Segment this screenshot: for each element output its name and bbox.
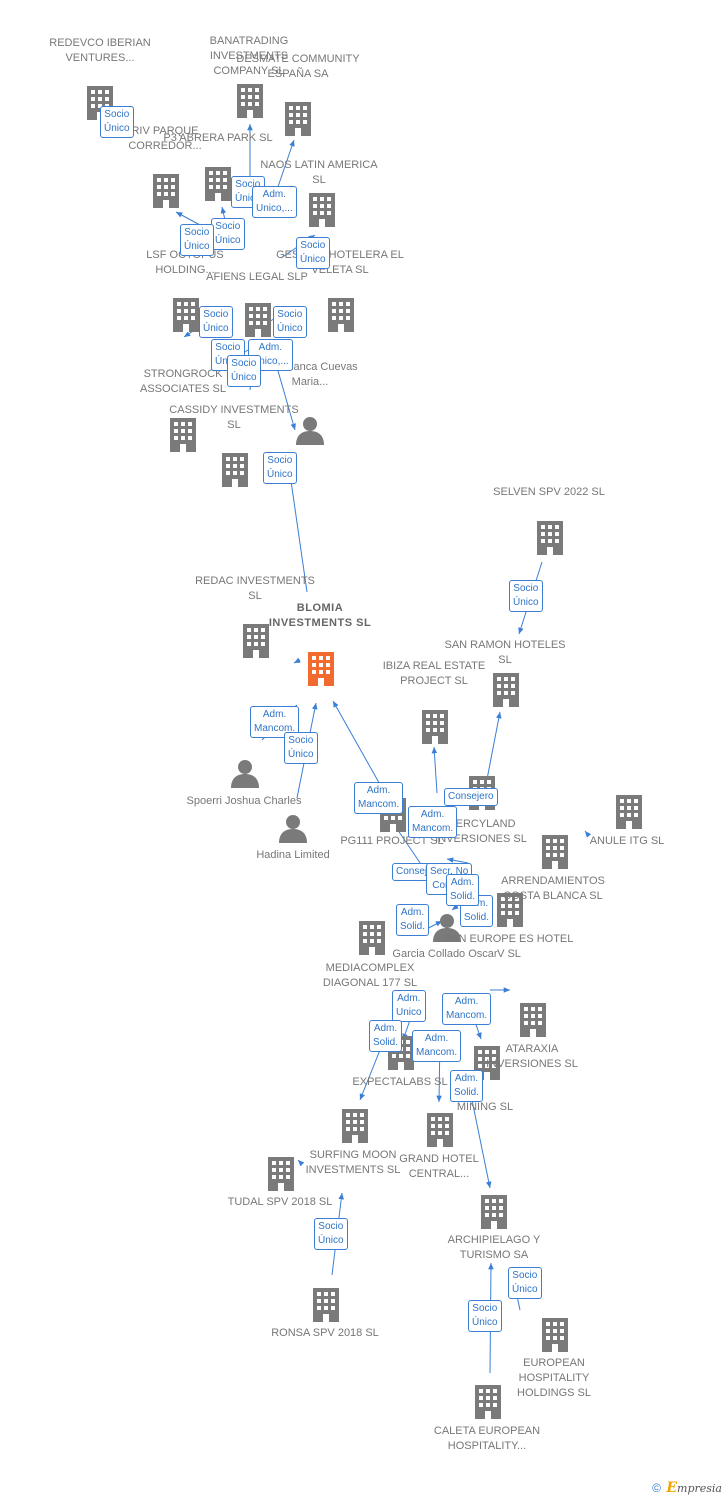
node-label-ataraxia[interactable]: ATARAXIA INVERSIONES SL	[486, 1043, 578, 1070]
relation-badge[interactable]: Adm.Mancom.	[250, 706, 300, 738]
node-label-tudal[interactable]: TUDAL SPV 2018 SL	[227, 1196, 333, 1208]
node-label-expectalabs[interactable]: EXPECTALABS SL	[352, 1076, 448, 1088]
building-icon-lsf[interactable]	[173, 298, 199, 332]
node-label-sanramon[interactable]: SAN RAMON HOTELES SL	[444, 639, 566, 666]
node-label-selven[interactable]: SELVEN SPV 2022 SL	[493, 486, 605, 498]
relation-badge[interactable]: Adm.Unico	[392, 990, 426, 1022]
node-label-redac[interactable]: REDAC INVESTMENTS SL	[195, 575, 315, 602]
building-icon-banatrading[interactable]	[237, 84, 263, 118]
relation-badge[interactable]: Adm.Unico,...	[252, 186, 297, 218]
edge-line	[584, 830, 592, 838]
building-icon-riv[interactable]	[153, 174, 179, 208]
building-icon-grand[interactable]	[427, 1113, 453, 1147]
node-label-pan[interactable]: PAN EUROPE ES HOTEL V SL	[444, 933, 574, 960]
edge-line	[431, 746, 438, 794]
person-icon-salamanca[interactable]	[296, 417, 324, 445]
node-label-spoerri[interactable]: Spoerri Joshua Charles	[186, 795, 302, 807]
node-label-archipielago[interactable]: ARCHIPIELAGO Y TURISMO SA	[447, 1234, 541, 1261]
edge-line	[293, 657, 301, 664]
building-icon-ronsa[interactable]	[313, 1288, 339, 1322]
relation-badge[interactable]: Adm.Solid.	[446, 874, 480, 906]
node-label-riv[interactable]: RIV PARQUE CORREDOR...	[128, 125, 202, 152]
node-label-ronsa[interactable]: RONSA SPV 2018 SL	[271, 1327, 379, 1339]
brand-logo[interactable]: Empresia	[666, 1480, 722, 1496]
brand-logo-text: mpresia	[677, 1482, 722, 1495]
node-label-mercyland[interactable]: MERCYLAND INVERSIONES SL	[435, 818, 527, 845]
edge-line	[471, 1099, 492, 1189]
node-label-mediacomplex[interactable]: MEDIACOMPLEX DIAGONAL 177 SL	[322, 962, 418, 989]
relation-badge[interactable]: Adm.Mancom.	[408, 806, 458, 838]
node-label-caleta[interactable]: CALETA EUROPEAN HOSPITALITY...	[433, 1425, 541, 1452]
node-label-surfing[interactable]: SURFING MOON INVESTMENTS SL	[305, 1149, 401, 1176]
node-label-mining[interactable]: MINING SL	[456, 1101, 514, 1113]
building-icon-cassidy[interactable]	[222, 453, 248, 487]
building-icon-gestion[interactable]	[328, 298, 354, 332]
building-icon-ataraxia[interactable]	[520, 1003, 546, 1037]
relation-badge[interactable]: Adm.Mancom.	[442, 993, 492, 1025]
relation-badge[interactable]: Adm.Solid.	[369, 1020, 403, 1052]
nodes	[87, 84, 642, 1419]
building-icon-p3abrera[interactable]	[205, 167, 231, 201]
building-icon-blomia[interactable]	[308, 652, 334, 686]
node-label-p3abrera[interactable]: P3 ABRERA PARK SL	[163, 132, 273, 144]
edge-line	[175, 211, 201, 226]
node-label-naos[interactable]: NAOS LATIN AMERICA SL	[260, 159, 378, 186]
building-icon-selven[interactable]	[537, 521, 563, 555]
footer: © Empresia	[652, 1480, 722, 1496]
node-label-garcia[interactable]: Garcia Collado Oscar	[392, 948, 498, 960]
building-icon-surfing[interactable]	[342, 1109, 368, 1143]
node-label-grand[interactable]: GRAND HOTEL CENTRAL...	[399, 1153, 479, 1180]
relation-badge[interactable]: Consejero	[444, 788, 498, 806]
node-label-anule[interactable]: ANULE ITG SL	[589, 835, 665, 847]
node-label-redevco[interactable]: REDEVCO IBERIAN VENTURES...	[49, 37, 151, 64]
node-label-blomia[interactable]: BLOMIA INVESTMENTS SL	[268, 602, 372, 629]
relation-badge[interactable]: Adm.Solid.	[450, 1070, 484, 1102]
edges	[106, 107, 592, 1374]
relation-badge[interactable]: Adm.Solid.	[396, 904, 430, 936]
building-icon-afiens[interactable]	[245, 303, 271, 337]
building-icon-european[interactable]	[542, 1318, 568, 1352]
node-label-banatrading[interactable]: BANATRADING INVESTMENTS COMPANY SL	[209, 35, 289, 77]
edge-line	[297, 1159, 305, 1167]
node-label-afiens[interactable]: AFIENS LEGAL SLP	[206, 271, 308, 283]
edge-line	[446, 857, 469, 864]
node-label-european[interactable]: EUROPEAN HOSPITALITY HOLDINGS SL	[517, 1357, 591, 1399]
brand-logo-initial: E	[666, 1480, 678, 1496]
building-icon-ibiza[interactable]	[422, 710, 448, 744]
node-label-cassidy[interactable]: CASSIDY INVESTMENTS SL	[169, 404, 299, 431]
building-icon-desmate[interactable]	[285, 102, 311, 136]
person-icon-spoerri[interactable]	[231, 760, 259, 788]
node-label-desmate[interactable]: DESMATE COMMUNITY ESPAÑA SA	[236, 53, 360, 80]
relation-badge[interactable]: Adm.Mancom.	[412, 1030, 462, 1062]
node-label-ibiza[interactable]: IBIZA REAL ESTATE PROJECT SL	[382, 660, 486, 687]
person-icon-hadina[interactable]	[279, 815, 307, 843]
node-label-hadina[interactable]: Hadina Limited	[256, 849, 330, 861]
node-label-strongrock[interactable]: STRONGROCK ASSOCIATES SL	[140, 368, 226, 395]
edge-line	[288, 473, 308, 593]
node-label-arrendamientos[interactable]: ARRENDAMIENTOS COSTA BLANCA SL	[501, 875, 605, 902]
copyright-symbol: ©	[652, 1481, 662, 1495]
node-label-pg111[interactable]: PG111 PROJECT SL	[340, 835, 444, 847]
building-icon-anule[interactable]	[616, 795, 642, 829]
building-icon-archipielago[interactable]	[481, 1195, 507, 1229]
building-icon-naos[interactable]	[309, 193, 335, 227]
relation-badge[interactable]: Adm.Mancom.	[354, 782, 404, 814]
node-label-gestion[interactable]: GESTION HOTELERA EL VELETA SL	[276, 249, 404, 276]
